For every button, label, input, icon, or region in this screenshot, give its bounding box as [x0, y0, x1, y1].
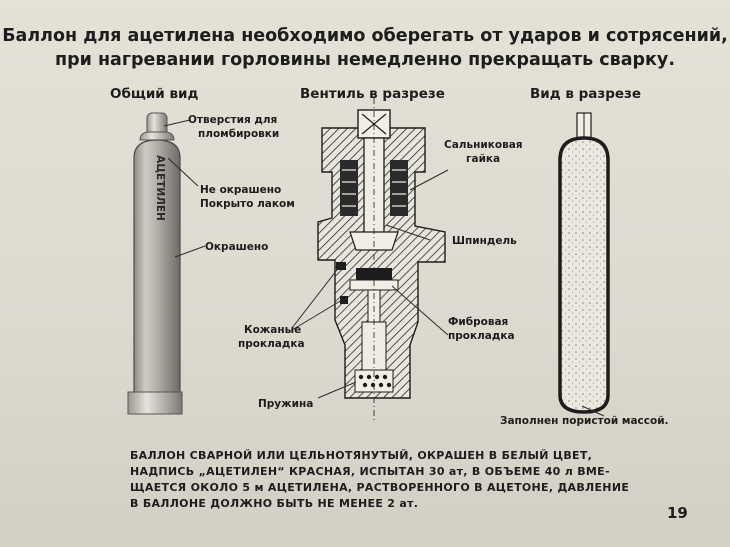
valve-cross-section — [317, 98, 446, 420]
cut-leader — [581, 405, 605, 417]
label-fiber-gasket: Фибровая прокладка — [448, 316, 515, 342]
cylinder-inscription: АЦЕТИЛЕН — [154, 155, 166, 221]
label-gland-nut: Сальниковая гайка — [444, 139, 523, 165]
label-painted: Окрашено — [205, 241, 269, 253]
label-leather-gasket: Кожаные прокладка — [238, 324, 305, 350]
section-title-valve: Вентиль в разрезе — [300, 86, 445, 102]
valve-leaders — [291, 169, 449, 399]
header-line-2: при нагревании горловины немедленно прек… — [54, 50, 675, 70]
caption-line-3: ЩАЕТСЯ ОКОЛО 5 м АЦЕТИЛЕНА, РАСТВОРЕННОГ… — [130, 481, 630, 494]
label-spring: Пружина — [258, 398, 314, 410]
page-number: 19 — [667, 504, 688, 522]
label-spindle: Шпиндель — [452, 235, 517, 247]
header-line-1: Баллон для ацетилена необходимо оберегат… — [2, 26, 728, 46]
description-caption: БАЛЛОН СВАРНОЙ ИЛИ ЦЕЛЬНОТЯНУТЫЙ, ОКРАШЕ… — [130, 448, 630, 512]
slide-header: Баллон для ацетилена необходимо оберегат… — [0, 24, 730, 72]
caption-line-4: В БАЛЛОНЕ ДОЛЖНО БЫТЬ НЕ МЕНЕЕ 2 ат. — [130, 497, 419, 510]
caption-line-1: БАЛЛОН СВАРНОЙ ИЛИ ЦЕЛЬНОТЯНУТЫЙ, ОКРАШЕ… — [130, 449, 593, 462]
section-title-general: Общий вид — [110, 86, 199, 102]
label-porous-mass: Заполнен пористой массой. — [500, 415, 669, 427]
section-title-cut: Вид в разрезе — [530, 86, 642, 102]
general-leaders — [163, 119, 206, 258]
label-sealing-holes: Отверстия для пломбировки — [188, 114, 280, 140]
cylinder-cut-view — [558, 112, 610, 414]
caption-line-2: НАДПИСЬ „АЦЕТИЛЕН“ КРАСНАЯ, ИСПЫТАН 30 а… — [130, 465, 610, 478]
cylinder-general-view: АЦЕТИЛЕН — [127, 112, 183, 415]
label-unpainted-lacquer: Не окрашено Покрыто лаком — [200, 184, 295, 210]
